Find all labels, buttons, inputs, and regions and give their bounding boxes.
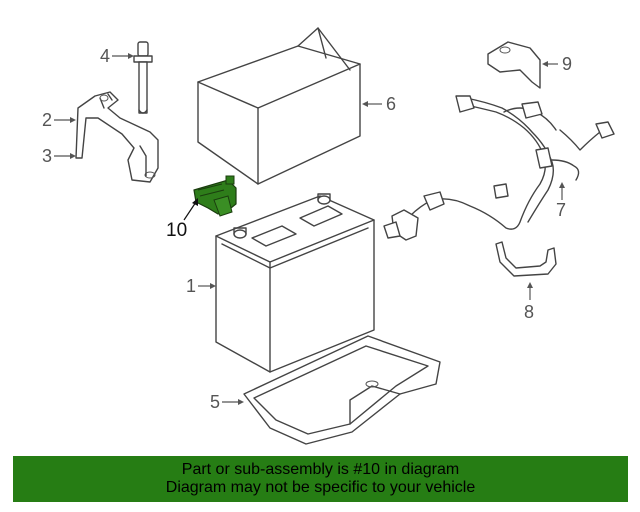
part-2-bracket [75, 91, 159, 183]
callout-8: 8 [524, 282, 534, 322]
callout-2: 2 [42, 110, 76, 130]
part-1-battery [215, 193, 375, 373]
callout-5: 5 [210, 392, 244, 412]
part-6-battery-box [197, 27, 361, 185]
banner-line-1: Part or sub-assembly is #10 in diagram [181, 461, 460, 478]
svg-text:10: 10 [166, 220, 187, 241]
part-5-tray [243, 335, 441, 445]
part-7-cable [383, 95, 615, 241]
callout-9: 9 [542, 54, 572, 74]
part-4-hold-down-rod [133, 41, 153, 114]
part-9-terminal-cover [487, 41, 541, 89]
svg-text:6: 6 [386, 94, 396, 114]
banner-line-2: Diagram may not be specific to your vehi… [165, 479, 476, 496]
svg-text:8: 8 [524, 302, 534, 322]
callout-4: 4 [100, 46, 134, 66]
info-banner: Part or sub-assembly is #10 in diagram D… [13, 456, 628, 502]
svg-text:7: 7 [556, 200, 566, 220]
part-8-bracket [495, 241, 557, 277]
parts-diagram: 1 2 3 4 5 6 7 8 9 10 [42, 27, 615, 445]
part-10-sensor [193, 175, 237, 217]
callout-1: 1 [186, 276, 216, 296]
svg-text:9: 9 [562, 54, 572, 74]
svg-text:5: 5 [210, 392, 220, 412]
callout-7: 7 [556, 182, 566, 220]
svg-text:4: 4 [100, 46, 110, 66]
svg-text:2: 2 [42, 110, 52, 130]
callout-3: 3 [42, 146, 76, 166]
callout-10: 10 [166, 198, 198, 241]
svg-text:3: 3 [42, 146, 52, 166]
svg-text:1: 1 [186, 276, 196, 296]
callout-6: 6 [362, 94, 396, 114]
